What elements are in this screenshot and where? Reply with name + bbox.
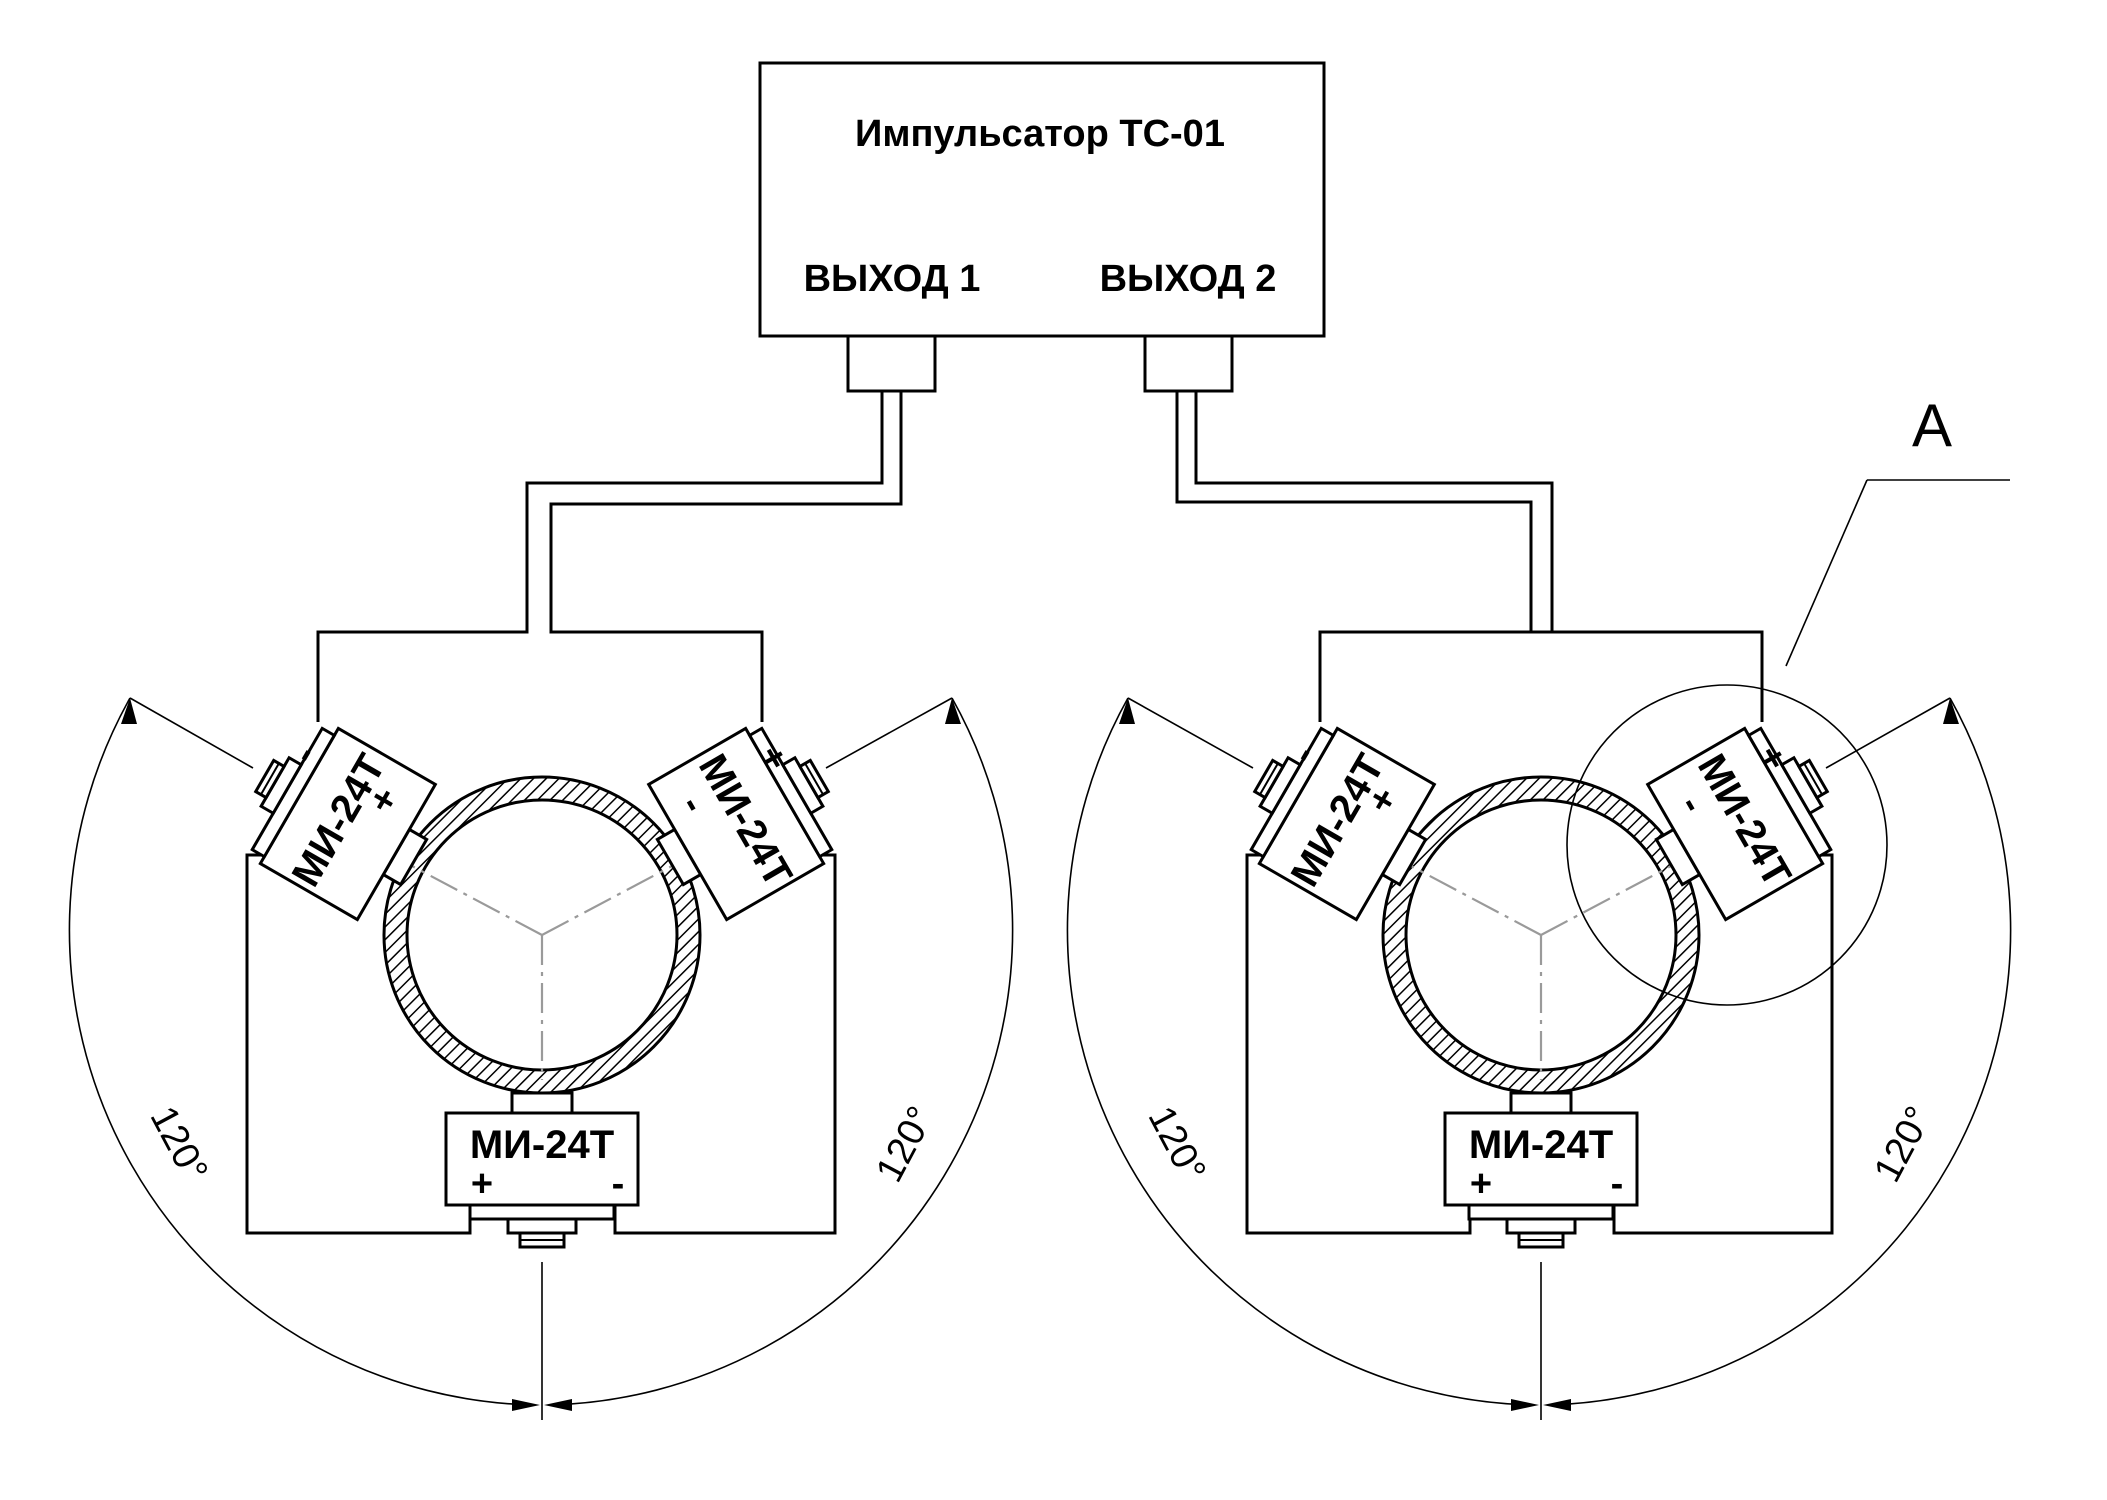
- output-1-connector: [846, 334, 937, 393]
- svg-text:+: +: [471, 1163, 493, 1205]
- angle-label: 120°: [1866, 1100, 1940, 1189]
- impulsator-device: Импульсатор ТС-01 ВЫХОД 1 ВЫХОД 2: [758, 61, 1326, 393]
- angle-label: 120°: [142, 1100, 216, 1189]
- callout-label: А: [1912, 392, 1952, 459]
- output-1-label: ВЫХОД 1: [804, 258, 981, 300]
- svg-text:-: -: [1611, 1163, 1624, 1205]
- sensor-right-upper-right: [1645, 726, 1833, 922]
- sensor-model-label: МИ-24Т: [470, 1123, 614, 1167]
- pipe-assembly-right: МИ-24Т + - МИ-24Т - + МИ-24Т +: [1066, 392, 2012, 1420]
- angle-label: 120°: [1140, 1100, 1214, 1189]
- device-title: Импульсатор ТС-01: [855, 113, 1225, 155]
- svg-text:-: -: [612, 1163, 625, 1205]
- angle-label: 120°: [868, 1100, 942, 1189]
- sensor-right-bottom: МИ-24Т + -: [1443, 1091, 1639, 1249]
- sensor-left-bottom: МИ-24Т + -: [444, 1091, 640, 1249]
- pipe-assembly-left: МИ-24Т + - МИ-24Т - + МИ-24Т +: [68, 697, 1014, 1420]
- sensor-left-upper-right: [646, 726, 834, 922]
- sensor-right-upper-left: [1249, 726, 1437, 922]
- svg-text:+: +: [1470, 1163, 1492, 1205]
- output-2-connector: [1143, 334, 1234, 393]
- detail-callout-a: А: [1566, 392, 2010, 1006]
- sensor-model-label: МИ-24Т: [1469, 1123, 1613, 1167]
- output-2-label: ВЫХОД 2: [1100, 258, 1277, 300]
- sensor-left-upper-left: [250, 726, 438, 922]
